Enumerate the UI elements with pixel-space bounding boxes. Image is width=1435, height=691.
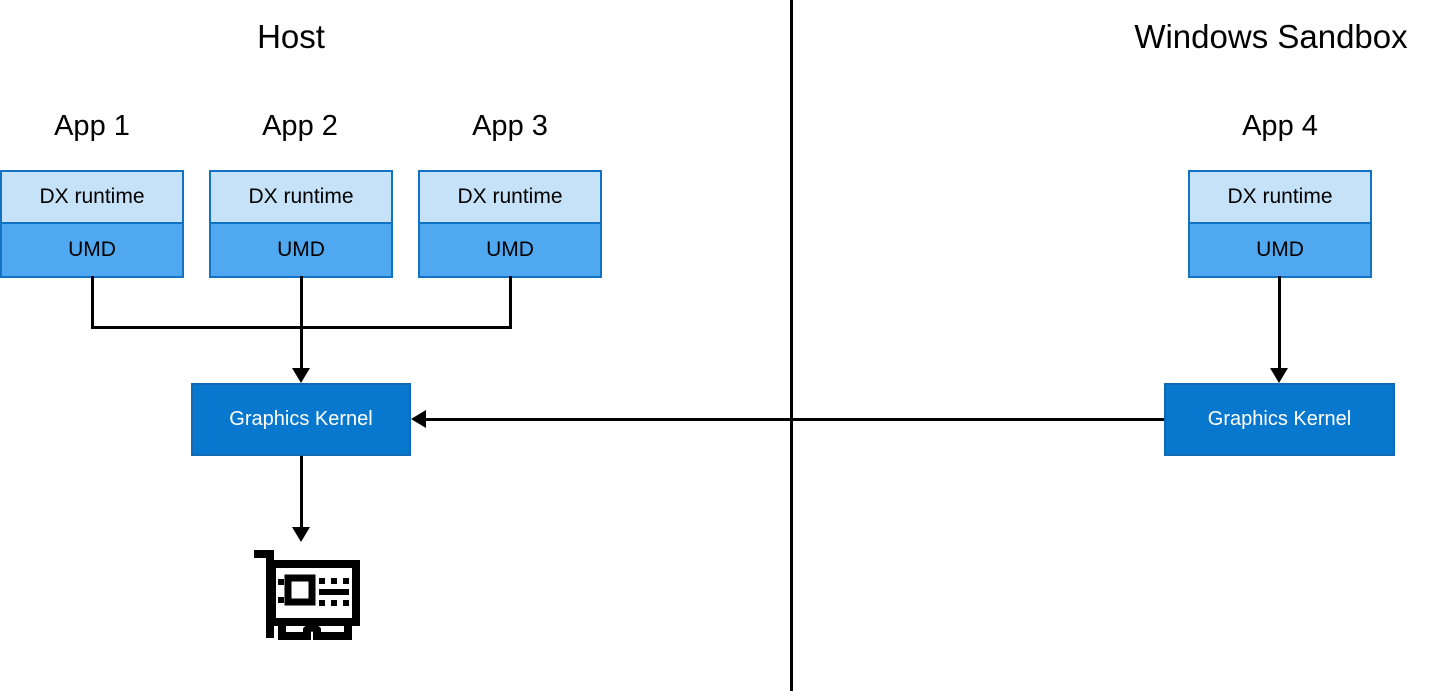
host-graphics-kernel-box[interactable]: Graphics Kernel xyxy=(191,383,411,456)
app-3-label: App 3 xyxy=(472,110,548,142)
app-1-stack[interactable]: DX runtime UMD xyxy=(0,170,184,278)
app-2-to-host-kernel-arrowhead xyxy=(292,368,310,383)
app-4-stack[interactable]: DX runtime UMD xyxy=(1188,170,1372,278)
app-4-to-sandbox-kernel-connector xyxy=(1278,276,1281,375)
app-1-umd-cell: UMD xyxy=(2,224,182,276)
app-2-umd-cell: UMD xyxy=(211,224,391,276)
app-2-label: App 2 xyxy=(262,110,338,142)
host-kernel-to-gpu-connector xyxy=(300,456,303,531)
app-3-stack[interactable]: DX runtime UMD xyxy=(418,170,602,278)
app-2-stack[interactable]: DX runtime UMD xyxy=(209,170,393,278)
app-2-dx-runtime-cell: DX runtime xyxy=(211,172,391,224)
host-sandbox-divider xyxy=(790,0,793,691)
sandbox-to-host-kernel-arrowhead xyxy=(411,410,426,428)
host-kernel-to-gpu-arrowhead xyxy=(292,527,310,542)
sandbox-graphics-kernel-label: Graphics Kernel xyxy=(1207,408,1352,430)
sandbox-graphics-kernel-box[interactable]: Graphics Kernel xyxy=(1164,383,1395,456)
app-1-label: App 1 xyxy=(54,110,130,142)
sandbox-to-host-kernel-connector xyxy=(426,418,1164,421)
host-graphics-kernel-label: Graphics Kernel xyxy=(229,408,373,430)
graphics-card-icon xyxy=(254,550,360,640)
app-4-umd-cell: UMD xyxy=(1190,224,1370,276)
app-3-connector-vertical xyxy=(509,276,512,328)
host-section-title: Host xyxy=(257,18,325,55)
app-4-label: App 4 xyxy=(1242,110,1318,142)
app-3-dx-runtime-cell: DX runtime xyxy=(420,172,600,224)
app-4-dx-runtime-cell: DX runtime xyxy=(1190,172,1370,224)
app-4-to-sandbox-kernel-arrowhead xyxy=(1270,368,1288,383)
app-1-connector-vertical xyxy=(91,276,94,328)
app-3-umd-cell: UMD xyxy=(420,224,600,276)
app-2-to-host-kernel-connector xyxy=(300,276,303,375)
app-1-dx-runtime-cell: DX runtime xyxy=(2,172,182,224)
windows-sandbox-section-title: Windows Sandbox xyxy=(1134,18,1408,55)
